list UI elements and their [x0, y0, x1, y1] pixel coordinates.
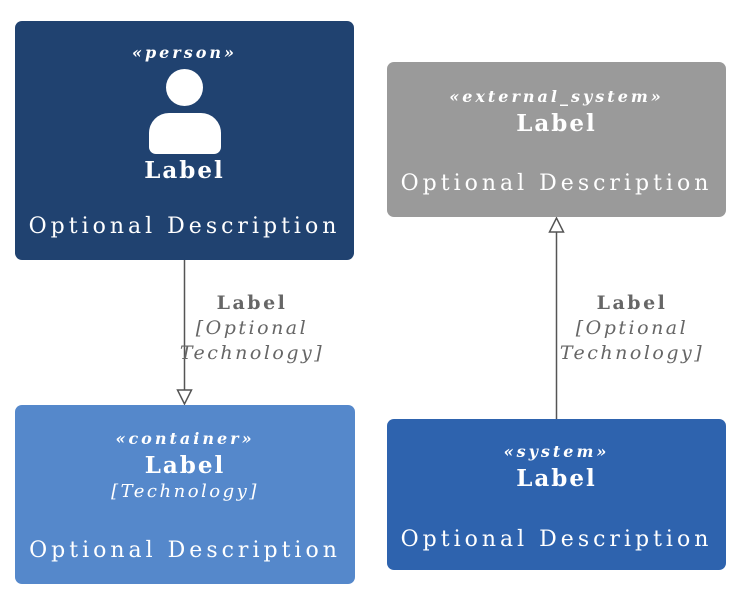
external-system-label: Label [516, 110, 597, 137]
external-system-description: Optional Description [400, 171, 713, 196]
edge-label-technology: [Optional Technology] [559, 317, 705, 364]
person-stereotype: «person» [131, 43, 238, 62]
arrowhead-up-icon [548, 216, 565, 233]
edge-label-system-to-external-system: Label [Optional Technology] [547, 291, 717, 366]
external-system-stereotype: «external_system» [449, 87, 664, 106]
container-description: Optional Description [29, 538, 341, 563]
container-label: Label [144, 452, 226, 479]
system-description: Optional Description [400, 527, 713, 552]
node-external_system: «external_system» Label Optional Descrip… [387, 62, 726, 217]
person-icon-torso [148, 113, 221, 154]
edge-system-to-external-system [548, 216, 565, 419]
person-label: Label [144, 157, 225, 184]
node-container: «container» Label [Technology] Optional … [15, 405, 355, 584]
edge-label-person-to-container: Label [Optional Technology] [167, 291, 337, 366]
person-icon [148, 69, 221, 155]
edge-label-technology: [Optional Technology] [179, 317, 325, 364]
person-icon-head [166, 69, 203, 106]
container-technology: [Technology] [111, 481, 259, 502]
arrowhead-down-icon [176, 389, 193, 406]
node-person: «person» Label Optional Description [15, 21, 354, 260]
system-label: Label [516, 465, 597, 492]
edge-label-title: Label [216, 292, 288, 314]
container-stereotype: «container» [115, 429, 255, 448]
person-description: Optional Description [28, 214, 341, 239]
system-stereotype: «system» [503, 442, 610, 461]
edge-person-to-container [176, 260, 193, 406]
node-system: «system» Label Optional Description [387, 419, 726, 570]
edge-label-title: Label [596, 292, 668, 314]
